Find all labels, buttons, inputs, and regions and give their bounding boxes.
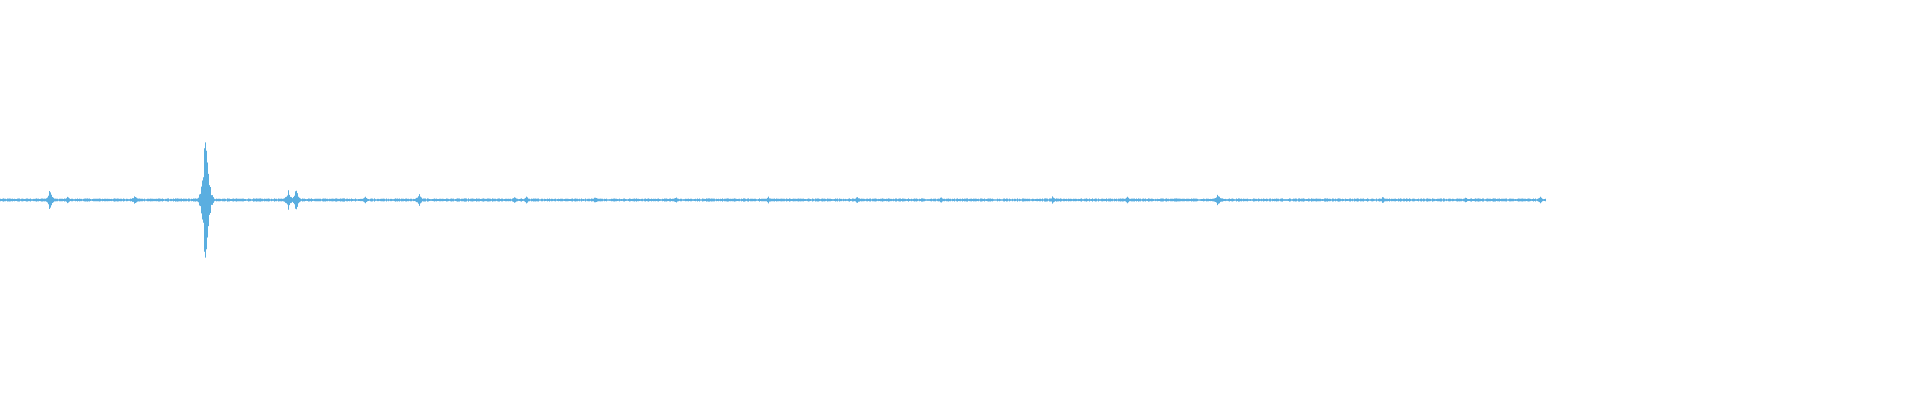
waveform-bars — [0, 142, 1546, 258]
